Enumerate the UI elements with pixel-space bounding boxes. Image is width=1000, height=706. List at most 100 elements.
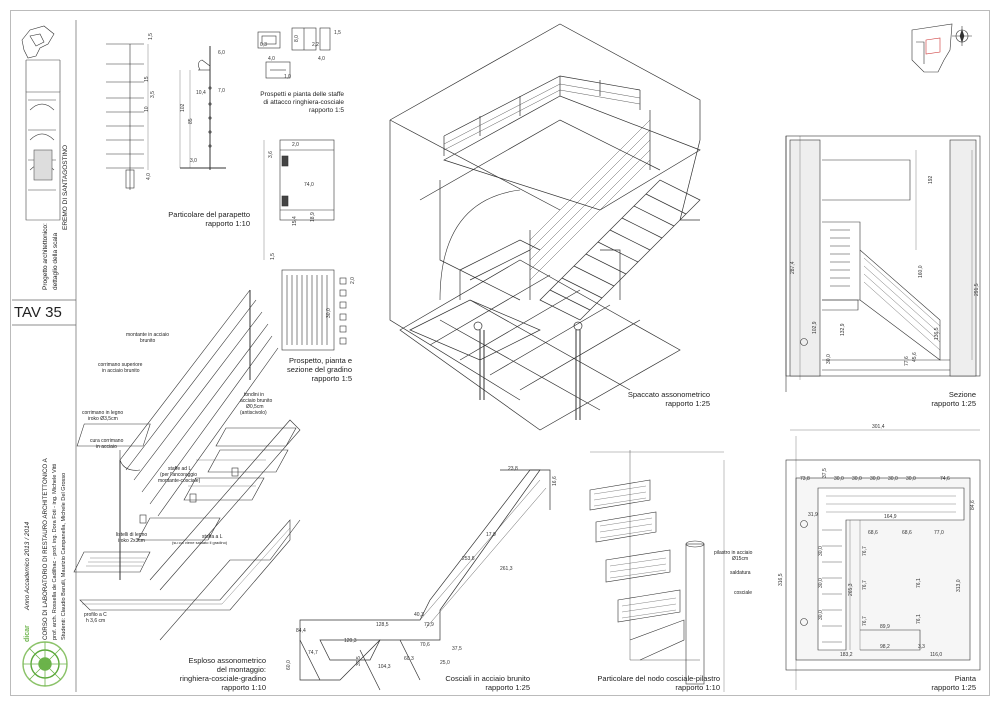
dim: 30,0 xyxy=(834,476,844,482)
staffe-title-1: Prospetti e pianta delle staffe xyxy=(260,91,344,98)
note-montante: montante in acciaio xyxy=(126,332,170,338)
dim: 76,1 xyxy=(916,614,922,624)
dim: 70,6 xyxy=(420,642,430,648)
pianta-scale: rapporto 1:25 xyxy=(931,683,976,692)
note-corrimano-legno: corrimano in legno xyxy=(82,410,124,416)
pianta-drawing xyxy=(785,338,981,690)
dim: 301,4 xyxy=(872,424,885,430)
dim: 164,9 xyxy=(884,514,897,520)
dim: 30,0 xyxy=(906,476,916,482)
elevation-sketch xyxy=(25,59,61,221)
dim: 253,8 xyxy=(462,556,475,562)
spaccato-axonometric xyxy=(389,23,701,431)
dim: 102,9 xyxy=(812,321,818,334)
dim: 1,5 xyxy=(148,33,154,40)
note-corrimano-sup: corrimano superiore xyxy=(98,362,143,368)
gradino-title-2: sezione del gradino xyxy=(286,365,352,374)
dim: 3,3 xyxy=(918,644,925,650)
staffe-title-2: di attacco ringhiera-cosciale xyxy=(263,99,344,106)
dim: 31,9 xyxy=(808,512,818,518)
dim: 25,0 xyxy=(440,660,450,666)
cosciali-scale: rapporto 1:25 xyxy=(485,683,530,692)
dim: 77,6 xyxy=(904,356,910,366)
dim: 7,0 xyxy=(218,88,225,94)
dim: 120,3 xyxy=(344,638,357,644)
esploso-scale: rapporto 1:10 xyxy=(221,683,266,692)
dim: 2,0 xyxy=(292,142,299,148)
gradino-title-1: Prospetto, pianta e xyxy=(289,356,352,365)
nodo-drawing xyxy=(589,450,725,692)
dim: 15 xyxy=(144,76,150,82)
course-name: CORSO DI LABORATORIO DI RESTAURO ARCHITE… xyxy=(42,458,49,640)
pianta-title: Pianta xyxy=(954,674,976,683)
dim: 3,0 xyxy=(190,158,197,164)
note-staffe-l-3: montante-cosciale) xyxy=(158,478,201,484)
note-listelli: listelli di legno xyxy=(116,532,148,538)
dim: 74,7 xyxy=(308,650,318,656)
site-name: EREMO DI SANTAGOSTINO xyxy=(62,144,69,230)
dim: 76,7 xyxy=(862,616,868,626)
sezione-scale: rapporto 1:25 xyxy=(931,399,976,408)
dim: 76,1 xyxy=(916,578,922,588)
dim: 84,6 xyxy=(970,500,976,510)
note-profilo: profilo a C xyxy=(84,612,107,618)
dim: 37,5 xyxy=(452,646,462,652)
dim: 17,9 xyxy=(486,532,496,538)
parapetto-scale: rapporto 1:10 xyxy=(205,219,250,228)
dim: 72,9 xyxy=(424,622,434,628)
parapetto-detail xyxy=(106,43,226,190)
dim: 85 xyxy=(188,118,194,124)
dim: 77,0 xyxy=(934,530,944,536)
note-staffe-l-2: (per l'ancoraggio xyxy=(160,472,198,478)
dim: 8,0 xyxy=(294,35,300,42)
dim: 4,0 xyxy=(268,56,275,62)
dim: 68,6 xyxy=(902,530,912,536)
sidebar-frame xyxy=(12,20,77,692)
dim: 60,3 xyxy=(404,656,414,662)
dim: 4,0 xyxy=(146,173,152,180)
dim: 4,0 xyxy=(318,56,325,62)
note-staffa-2: (su cui viene saldato il gradino) xyxy=(172,540,228,545)
dim: 68,6 xyxy=(868,530,878,536)
note-cura: cura corrimano xyxy=(90,438,124,444)
dim: 3,6 xyxy=(268,151,274,158)
dim: 74,0 xyxy=(304,182,314,188)
note-staffa: staffa a L xyxy=(202,534,223,540)
dim: 136,5 xyxy=(934,327,940,340)
dim: 261,3 xyxy=(500,566,513,572)
dim: 128,5 xyxy=(376,622,389,628)
north-arrow-icon xyxy=(952,26,972,46)
students: Studenti: Claudio Baruili, Maurizio Camp… xyxy=(61,472,67,640)
spaccato-title: Spaccato assonometrico xyxy=(627,390,710,399)
nodo-scale: rapporto 1:10 xyxy=(675,683,720,692)
dim: 10 xyxy=(144,106,150,112)
dim: 3,5 xyxy=(150,91,156,98)
note-listelli-2: iroko 2x3cm xyxy=(118,538,145,544)
dim: 30,0 xyxy=(888,476,898,482)
note-saldatura: saldatura xyxy=(730,570,751,576)
dim: 40,3 xyxy=(414,612,424,618)
professors: prof. arch. Rossella de Cadilhac - prof.… xyxy=(52,463,58,640)
note-profilo-2: h 3,6 cm xyxy=(86,618,106,624)
dim: 192 xyxy=(928,175,934,184)
cosciali-title: Cosciali in acciaio brunito xyxy=(445,674,530,683)
dim: 2,0 xyxy=(350,277,356,284)
sheet-number: TAV 35 xyxy=(14,304,62,321)
dim: 74,6 xyxy=(940,476,950,482)
dim: 6,0 xyxy=(218,50,225,56)
gradino-scale: rapporto 1:5 xyxy=(311,374,352,383)
dim: 30,0 xyxy=(818,546,824,556)
dim: 18,9 xyxy=(310,212,316,222)
note-pilastro-2: Ø15cm xyxy=(732,556,749,562)
sezione-title: Sezione xyxy=(948,390,976,399)
note-corrimano-sup-2: in acciaio brunito xyxy=(102,368,140,374)
sheet-border xyxy=(10,10,990,696)
dim: 98,2 xyxy=(880,644,890,650)
dim: 45,6 xyxy=(912,352,918,362)
note-cura-2: in acciaio xyxy=(96,444,117,450)
dim: 102 xyxy=(180,103,186,112)
esploso-axonometric xyxy=(73,289,301,641)
dim: 265,3 xyxy=(848,583,854,596)
